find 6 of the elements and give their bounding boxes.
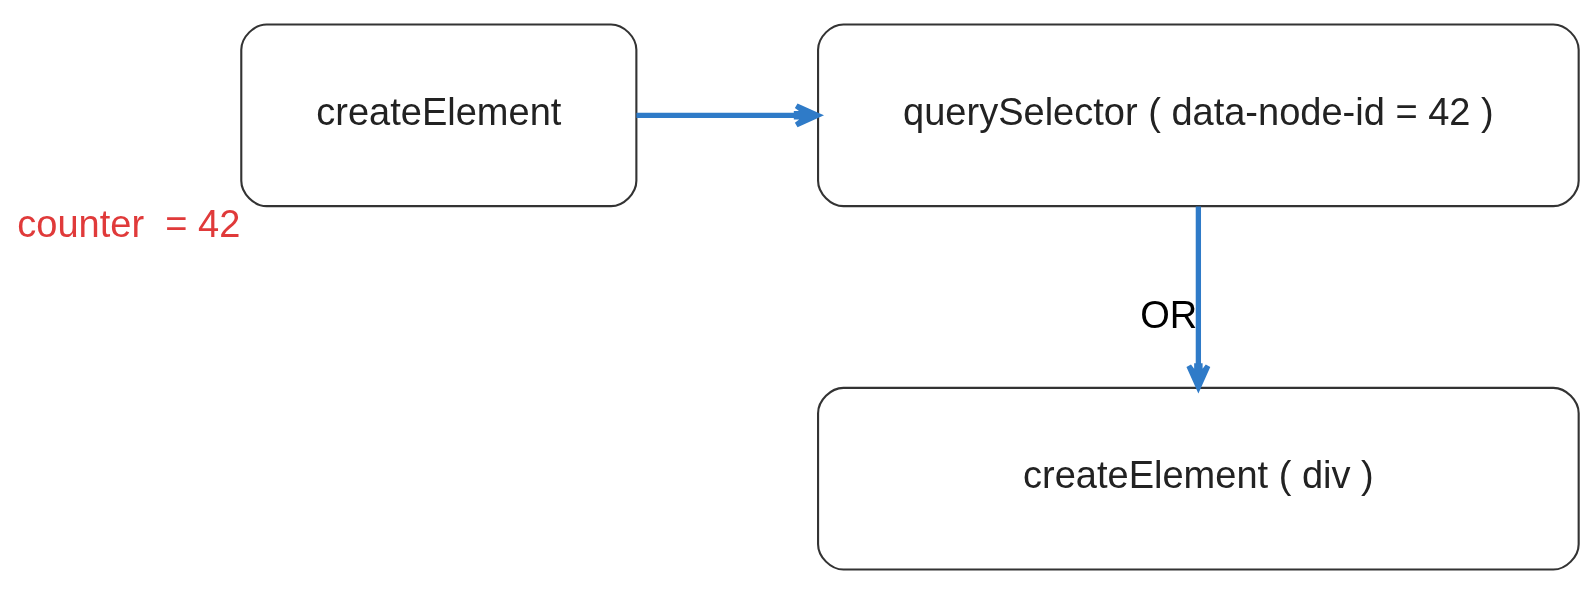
- node-box: querySelector ( data-node-id = 42 ): [817, 22, 1580, 207]
- edge-label: OR: [1140, 293, 1198, 336]
- node-box: createElement: [240, 22, 638, 207]
- node-label: counter = 42: [17, 202, 241, 245]
- node-box: createElement ( div ): [817, 386, 1580, 571]
- arrow: [636, 102, 821, 127]
